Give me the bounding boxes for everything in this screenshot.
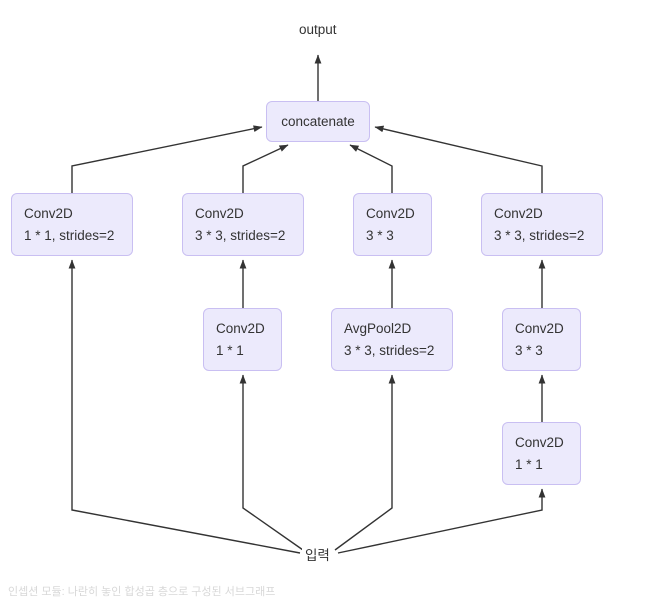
edge-branch2-to-concat bbox=[242, 144, 289, 193]
edge-branch4-to-concat bbox=[374, 125, 543, 193]
node-branch3-conv-top-line-2: 3 * 3 bbox=[366, 227, 394, 243]
node-branch4-conv-bottom-line-1: Conv2D bbox=[515, 434, 564, 450]
output-label: output bbox=[296, 22, 340, 38]
node-branch2-conv-top[interactable]: Conv2D 3 * 3, strides=2 bbox=[182, 193, 304, 256]
edge-input-to-branch1 bbox=[68, 259, 301, 554]
node-branch4-conv-mid[interactable]: Conv2D 3 * 3 bbox=[502, 308, 581, 371]
node-branch2-conv-mid[interactable]: Conv2D 1 * 1 bbox=[203, 308, 282, 371]
node-branch1-conv-line-2: 1 * 1, strides=2 bbox=[24, 227, 115, 243]
node-branch3-avgpool[interactable]: AvgPool2D 3 * 3, strides=2 bbox=[331, 308, 453, 371]
edge-input-to-branch3 bbox=[334, 374, 396, 551]
node-branch4-conv-bottom[interactable]: Conv2D 1 * 1 bbox=[502, 422, 581, 485]
node-branch1-conv-line-1: Conv2D bbox=[24, 205, 73, 221]
node-concatenate-line-1: concatenate bbox=[281, 113, 355, 129]
edge-branch3-to-concat bbox=[349, 144, 393, 193]
node-branch3-conv-top[interactable]: Conv2D 3 * 3 bbox=[353, 193, 432, 256]
node-branch3-avgpool-line-2: 3 * 3, strides=2 bbox=[344, 342, 435, 358]
node-branch4-conv-top-line-2: 3 * 3, strides=2 bbox=[494, 227, 585, 243]
node-branch4-conv-mid-line-2: 3 * 3 bbox=[515, 342, 543, 358]
edge-input-to-branch2 bbox=[239, 374, 304, 551]
edge-input-to-branch4 bbox=[337, 488, 546, 554]
figure-caption: 인셉션 모듈: 나란히 놓인 합성곱 층으로 구성된 서브그래프 bbox=[8, 586, 276, 598]
node-branch4-conv-mid-line-1: Conv2D bbox=[515, 320, 564, 336]
node-branch3-conv-top-line-1: Conv2D bbox=[366, 205, 415, 221]
edge-branch1-to-concat bbox=[71, 125, 263, 193]
node-branch3-avgpool-line-1: AvgPool2D bbox=[344, 320, 412, 336]
node-branch2-conv-mid-line-1: Conv2D bbox=[216, 320, 265, 336]
input-label: 입력 bbox=[302, 548, 333, 564]
node-branch2-conv-mid-line-2: 1 * 1 bbox=[216, 342, 244, 358]
node-branch4-conv-bottom-line-2: 1 * 1 bbox=[515, 456, 543, 472]
node-concatenate[interactable]: concatenate bbox=[266, 101, 370, 142]
node-branch2-conv-top-line-1: Conv2D bbox=[195, 205, 244, 221]
node-branch4-conv-top[interactable]: Conv2D 3 * 3, strides=2 bbox=[481, 193, 603, 256]
node-branch4-conv-top-line-1: Conv2D bbox=[494, 205, 543, 221]
node-branch2-conv-top-line-2: 3 * 3, strides=2 bbox=[195, 227, 286, 243]
node-branch1-conv[interactable]: Conv2D 1 * 1, strides=2 bbox=[11, 193, 133, 256]
